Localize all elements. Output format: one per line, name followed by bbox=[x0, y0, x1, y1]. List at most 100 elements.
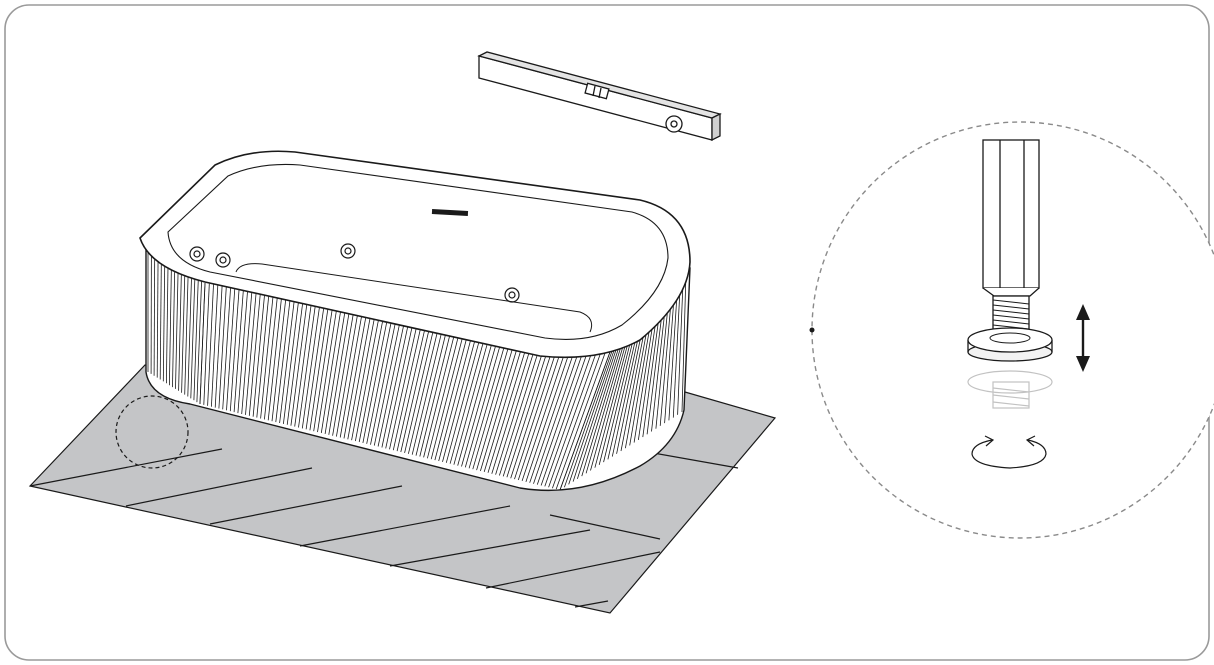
flute-line bbox=[607, 320, 641, 460]
flute-line bbox=[328, 307, 351, 435]
jet bbox=[340, 243, 356, 259]
flute-line bbox=[411, 323, 445, 455]
flute-line bbox=[389, 319, 419, 450]
flute-line bbox=[472, 335, 513, 470]
flute-line bbox=[193, 278, 199, 401]
flute-line bbox=[483, 337, 526, 473]
tub-basin bbox=[167, 163, 669, 340]
flute-line bbox=[453, 331, 491, 465]
up-down-arrow bbox=[1076, 304, 1090, 372]
flute-line bbox=[343, 310, 368, 439]
flute-line bbox=[400, 321, 432, 453]
leader-dot bbox=[809, 327, 815, 333]
flute-line bbox=[175, 265, 179, 389]
flute-line bbox=[572, 343, 619, 482]
adjustable-foot-ghost bbox=[967, 370, 1053, 409]
jet bbox=[504, 287, 520, 303]
flute-line bbox=[677, 274, 684, 415]
flute-line bbox=[464, 333, 504, 468]
flute-line bbox=[290, 300, 308, 426]
spirit-level bbox=[477, 51, 722, 142]
flute-line bbox=[271, 296, 287, 422]
flute-line bbox=[487, 338, 530, 473]
flute-line bbox=[540, 348, 590, 486]
flute-line bbox=[203, 283, 210, 405]
flute-line bbox=[264, 295, 278, 420]
flute-line bbox=[187, 274, 192, 397]
flute-line bbox=[214, 285, 223, 408]
flute-line bbox=[510, 342, 555, 479]
flute-line bbox=[275, 297, 291, 423]
flute-line bbox=[169, 261, 172, 386]
flute-line bbox=[181, 269, 186, 393]
thread-line bbox=[992, 299, 1030, 305]
flute-line bbox=[218, 286, 227, 409]
flute-line bbox=[294, 301, 312, 427]
flute-line bbox=[373, 316, 402, 446]
flute-line bbox=[499, 340, 543, 476]
flute-line bbox=[156, 252, 159, 378]
flute-line bbox=[199, 282, 206, 405]
adjustable-foot bbox=[967, 139, 1053, 362]
flute-line bbox=[245, 291, 257, 415]
flute-line bbox=[525, 345, 572, 483]
flute-line bbox=[476, 335, 517, 471]
flute-line bbox=[430, 327, 466, 460]
flute-line bbox=[256, 293, 270, 418]
flute-line bbox=[309, 304, 329, 431]
flute-line bbox=[252, 293, 266, 417]
flute-line bbox=[260, 294, 274, 419]
flute-line bbox=[461, 332, 500, 467]
flute-line bbox=[166, 259, 169, 384]
flute-line bbox=[495, 339, 538, 475]
flute-line bbox=[415, 324, 449, 456]
flute-line bbox=[514, 343, 560, 480]
thread-line bbox=[992, 304, 1030, 310]
flute-line bbox=[362, 314, 389, 443]
flute-line bbox=[396, 320, 428, 452]
flute-line bbox=[370, 315, 398, 445]
flute-line bbox=[355, 312, 381, 442]
flute-line bbox=[366, 314, 393, 444]
flute-line bbox=[267, 296, 283, 421]
flute-line bbox=[229, 288, 240, 412]
flute-line bbox=[190, 276, 196, 399]
flute-line bbox=[442, 329, 479, 463]
flute-line bbox=[358, 313, 385, 443]
flute-line bbox=[548, 349, 598, 488]
flute-line bbox=[555, 351, 607, 490]
flute-line bbox=[336, 309, 359, 437]
flute-line bbox=[313, 304, 334, 432]
flute-line bbox=[457, 332, 496, 466]
flute-line bbox=[672, 277, 681, 418]
flute-line bbox=[162, 256, 166, 382]
flute-line bbox=[502, 340, 547, 477]
flute-line bbox=[598, 326, 635, 465]
flute-line bbox=[668, 280, 679, 421]
flute-line bbox=[438, 328, 474, 462]
thread-line bbox=[992, 319, 1030, 325]
flute-line bbox=[320, 306, 342, 434]
flute-line bbox=[664, 283, 676, 424]
flute-line bbox=[381, 317, 410, 448]
thread-line bbox=[992, 309, 1030, 315]
flute-line bbox=[233, 289, 244, 413]
flute-line bbox=[521, 344, 568, 482]
flute-line bbox=[392, 319, 423, 451]
flute-line bbox=[222, 287, 231, 410]
flute-line bbox=[449, 330, 487, 464]
flute-line bbox=[568, 346, 616, 485]
flute-line bbox=[590, 331, 630, 471]
detail-callout-circle bbox=[115, 395, 189, 469]
flute-line bbox=[172, 263, 176, 388]
flute-line bbox=[153, 250, 156, 376]
flute-line bbox=[351, 312, 376, 441]
flute-line bbox=[581, 337, 624, 477]
flute-line bbox=[241, 290, 253, 415]
tub-fluting bbox=[147, 246, 687, 491]
freestanding-fluted-bathtub bbox=[139, 150, 691, 492]
flute-line bbox=[339, 309, 364, 438]
flute-line bbox=[419, 325, 453, 457]
detail-magnified-circle bbox=[809, 121, 1214, 539]
